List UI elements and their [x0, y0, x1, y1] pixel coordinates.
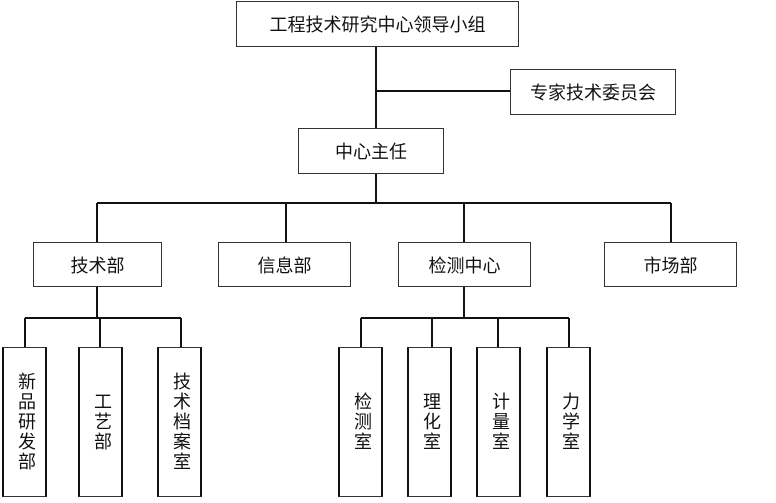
expert-committee-label: 专家技术委员会: [530, 83, 656, 104]
dept-info-box: 信息部: [218, 242, 351, 287]
testing-subunit-label: 力学室: [558, 392, 580, 452]
testing-subunit-box: 力学室: [546, 347, 591, 497]
tech-subunit-label: 技术档案室: [169, 372, 191, 472]
dept-tech-label: 技术部: [70, 255, 125, 277]
dept-info-label: 信息部: [257, 255, 312, 277]
tech-subunit-box: 工艺部: [78, 347, 123, 497]
tech-subunit-label: 新品研发部: [14, 372, 36, 472]
dept-testing-label: 检测中心: [428, 255, 501, 277]
testing-subunit-label: 检测室: [350, 392, 372, 452]
director-label: 中心主任: [335, 142, 407, 163]
tech-subunit-box: 技术档案室: [157, 347, 202, 497]
tech-subunit-label: 工艺部: [90, 392, 112, 452]
dept-tech-box: 技术部: [33, 242, 162, 287]
dept-market-box: 市场部: [604, 242, 737, 287]
dept-testing-box: 检测中心: [398, 242, 531, 287]
testing-subunit-box: 检测室: [338, 347, 383, 497]
testing-subunit-box: 计量室: [476, 347, 521, 497]
leadership-group-box: 工程技术研究中心领导小组: [236, 1, 519, 47]
testing-subunit-label: 理化室: [419, 392, 441, 452]
testing-subunit-box: 理化室: [407, 347, 452, 497]
expert-committee-box: 专家技术委员会: [510, 69, 676, 115]
director-box: 中心主任: [298, 128, 444, 174]
dept-market-label: 市场部: [643, 255, 698, 277]
tech-subunit-box: 新品研发部: [2, 347, 47, 497]
testing-subunit-label: 计量室: [488, 392, 510, 452]
leadership-group-label: 工程技术研究中心领导小组: [269, 15, 486, 36]
